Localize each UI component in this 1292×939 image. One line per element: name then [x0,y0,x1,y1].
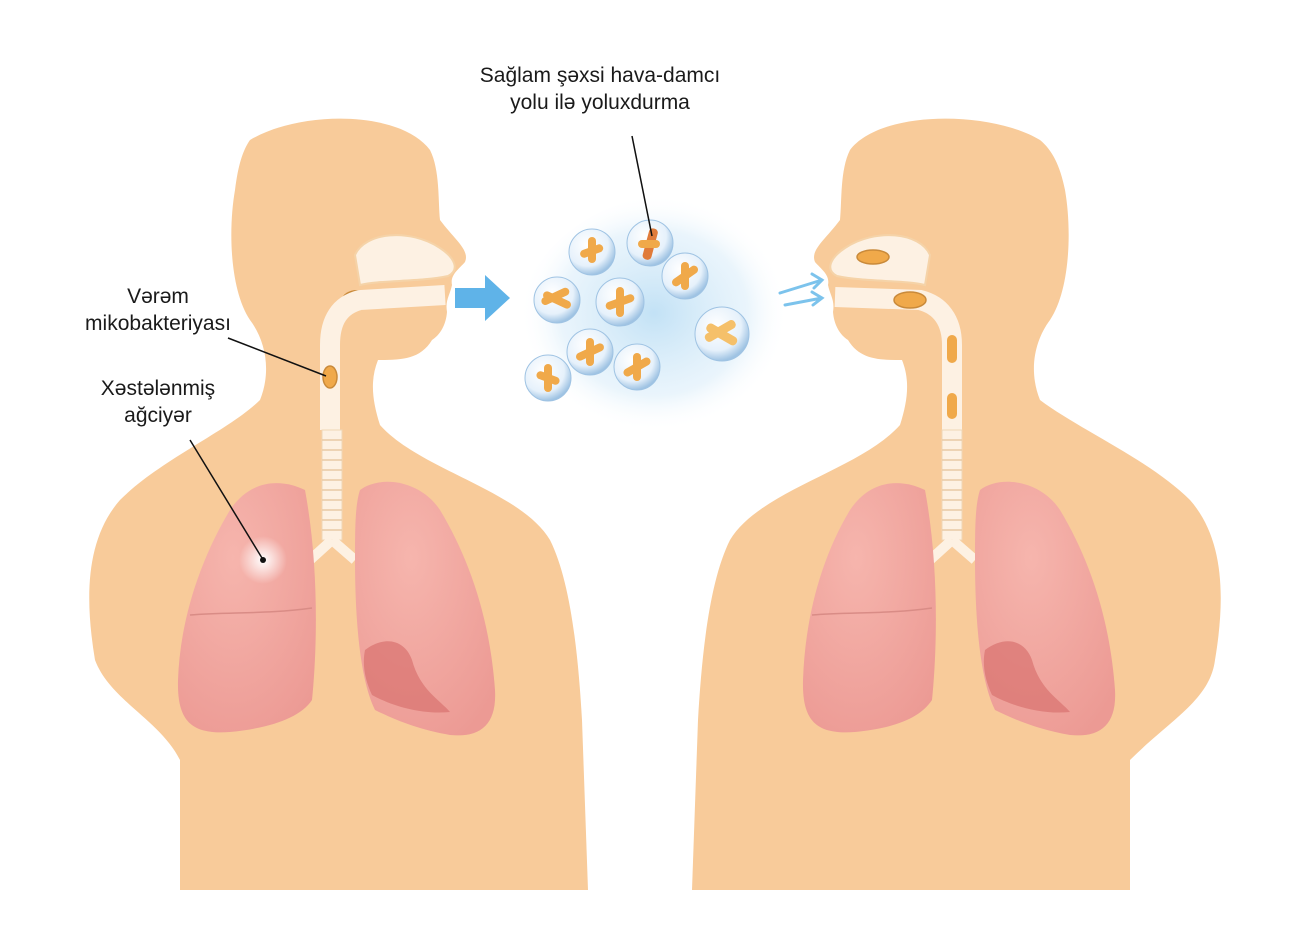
droplet-bubble [694,306,750,362]
label-infection-route: Sağlam şəxsi hava-damcı yolu ilə yoluxdu… [440,62,760,116]
leader-lines [189,135,653,559]
droplet-bubble [566,328,614,376]
label-infected-lung-line1: Xəstələnmiş [100,377,216,400]
label-mycobacteria-line1: Vərəm [127,285,189,308]
sick-person-bronchi [306,536,359,564]
inhale-arrows-icon [778,272,825,307]
leader-line-lung [189,439,263,559]
droplet-bubble [568,228,616,276]
sick-person-nasal-cavity [353,234,456,287]
healthy-person-trachea [941,429,963,541]
leader-line-droplet [631,135,653,237]
droplet-bubbles [524,219,750,402]
droplet-bubble [595,277,645,327]
leader-line-mycobacteria [227,337,327,377]
label-infected-lung-line2: ağciyər [124,404,192,427]
label-mycobacteria-line2: mikobakteriyası [85,312,231,335]
sick-person-trachea-bacterium [322,365,338,389]
droplet-bubble [626,219,674,267]
droplet-bubble [661,252,709,300]
label-infected-lung: Xəstələnmiş ağciyər [58,375,258,429]
droplet-bubble [613,343,661,391]
sick-person-trachea [321,429,343,541]
sick-person [89,118,589,891]
droplet-bubble [524,354,572,402]
healthy-person [692,118,1221,891]
label-infection-route-line1: Sağlam şəxsi hava-damcı [479,64,721,87]
label-infection-route-line2: yolu ilə yoluxdurma [510,91,690,114]
droplet-bubble [533,276,581,324]
exhale-arrow-icon [455,275,510,321]
sick-person-airway [320,285,446,430]
droplet-cloud [455,194,825,432]
label-mycobacteria: Vərəm mikobakteriyası [58,283,258,337]
healthy-person-right-lung [802,483,936,733]
